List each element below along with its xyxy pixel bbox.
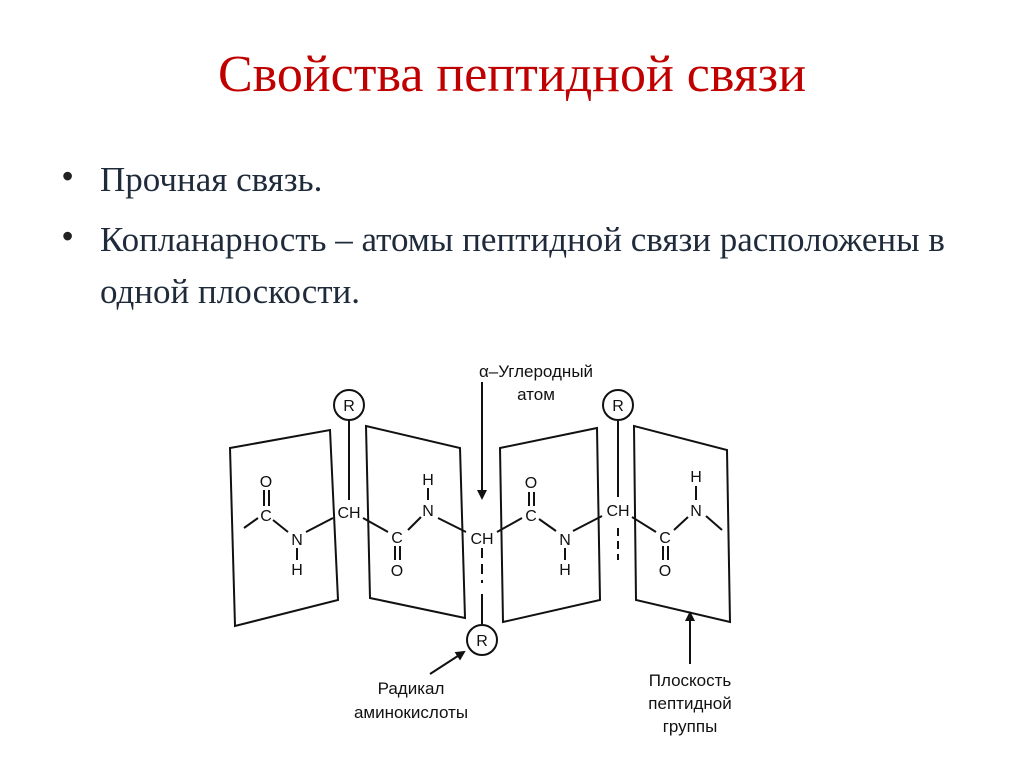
atom-r2: R bbox=[476, 633, 488, 650]
atom-c4: C bbox=[659, 530, 671, 547]
label-alpha-carbon-line1: α–Углеродный bbox=[479, 362, 593, 381]
atom-r1: R bbox=[343, 398, 355, 415]
atom-n4: N bbox=[690, 503, 702, 520]
atom-ch3: CH bbox=[606, 503, 629, 520]
atom-h4: H bbox=[690, 469, 702, 486]
bullet-list: • Прочная связь. • Копланарность – атомы… bbox=[62, 154, 962, 326]
label-plane-line1: Плоскость bbox=[649, 671, 732, 690]
atom-ch1: CH bbox=[337, 505, 360, 522]
r-group-circle-2 bbox=[466, 624, 498, 656]
atom-c1: C bbox=[260, 508, 272, 525]
bullet-dot-icon: • bbox=[62, 218, 74, 254]
atom-c2: C bbox=[391, 530, 403, 547]
atom-h2: H bbox=[422, 472, 434, 489]
r-group-circle-1 bbox=[333, 389, 365, 421]
peptide-plane-2 bbox=[364, 424, 467, 620]
label-alpha-carbon-line2: атом bbox=[517, 385, 555, 404]
bullet-text: Прочная связь. bbox=[100, 160, 323, 199]
atom-n2: N bbox=[422, 503, 434, 520]
label-plane-line3: группы bbox=[663, 717, 718, 736]
peptide-plane-3 bbox=[498, 426, 602, 624]
atom-n1: N bbox=[291, 532, 303, 549]
atom-o3: O bbox=[525, 475, 537, 492]
atom-o4: O bbox=[659, 563, 671, 580]
r-group-circle-3 bbox=[602, 389, 634, 421]
bullet-text: Копланарность – атомы пептидной связи ра… bbox=[100, 220, 945, 311]
atom-n3: N bbox=[559, 532, 571, 549]
label-radical-line1: Радикал bbox=[378, 679, 445, 698]
bullet-dot-icon: • bbox=[62, 158, 74, 194]
atom-r3: R bbox=[612, 398, 624, 415]
atom-c3: C bbox=[525, 508, 537, 525]
atom-h1: H bbox=[291, 562, 303, 579]
atom-h3: H bbox=[559, 562, 571, 579]
bullet-item: • Прочная связь. bbox=[62, 154, 962, 206]
bullet-item: • Копланарность – атомы пептидной связи … bbox=[62, 214, 962, 318]
atom-ch2: CH bbox=[470, 531, 493, 548]
label-radical-line2: аминокислоты bbox=[354, 703, 468, 722]
atom-o1: O bbox=[260, 474, 272, 491]
peptide-plane-1 bbox=[228, 428, 340, 628]
radical-arrow bbox=[429, 650, 466, 675]
label-plane-line2: пептидной bbox=[648, 694, 731, 713]
peptide-plane-4 bbox=[632, 424, 732, 624]
slide-title: Свойства пептидной связи bbox=[217, 46, 807, 103]
atom-o2: O bbox=[391, 563, 403, 580]
